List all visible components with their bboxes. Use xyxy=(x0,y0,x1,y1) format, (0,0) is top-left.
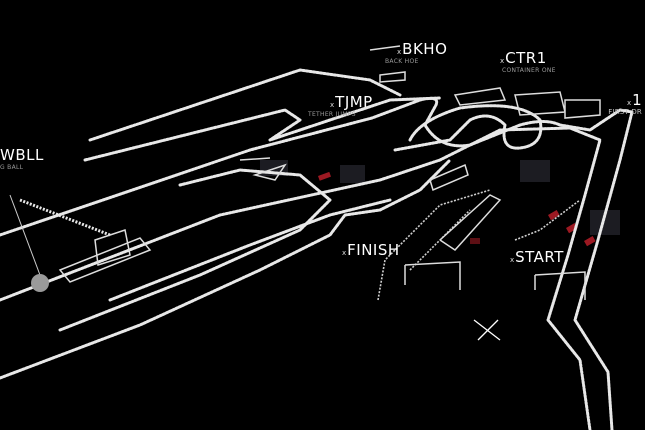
marker-bkho[interactable]: xBKHO BACK HOE xyxy=(385,40,448,65)
inner-track-edge xyxy=(0,126,602,430)
marker-name: BACK HOE xyxy=(385,58,419,65)
marker-first[interactable]: x1 xyxy=(627,91,643,109)
marker-tjmp[interactable]: xTJMP TETHER JUMPS xyxy=(308,93,373,118)
back-straight xyxy=(88,68,402,142)
upper-straight xyxy=(83,96,442,162)
marker-code: START xyxy=(515,248,564,266)
start-gate xyxy=(534,271,586,300)
marker-code: CTR1 xyxy=(505,49,547,67)
marker-code: WBLL xyxy=(0,146,44,164)
marker-first-name: FIRST DR xyxy=(608,108,642,116)
shadow-squares xyxy=(260,160,620,235)
lower-inner-track xyxy=(58,168,332,332)
marker-code: FINISH xyxy=(347,241,400,259)
container-structures xyxy=(429,87,601,192)
loop-section xyxy=(393,104,543,152)
crosshair-icon xyxy=(473,319,501,341)
wrecking-ball xyxy=(31,274,49,292)
marker-start[interactable]: xSTART xyxy=(510,248,564,266)
marker-code: BKHO xyxy=(402,40,448,58)
marker-name: G BALL xyxy=(0,164,24,171)
marker-name: TETHER JUMPS xyxy=(308,111,356,118)
marker-name: CONTAINER ONE xyxy=(502,67,556,74)
pit-lane xyxy=(377,189,581,301)
finish-gate xyxy=(404,194,502,290)
marker-code: 1 xyxy=(632,91,643,109)
marker-ctr1[interactable]: xCTR1 CONTAINER ONE xyxy=(500,49,556,74)
crane-structure xyxy=(9,194,152,292)
start-grid-markings xyxy=(318,171,596,247)
marker-wbll[interactable]: WBLL G BALL xyxy=(0,145,44,171)
marker-finish[interactable]: xFINISH xyxy=(342,241,400,259)
lower-track xyxy=(0,158,452,380)
center-divider xyxy=(108,198,392,302)
misc-structures xyxy=(239,45,406,181)
marker-code: TJMP xyxy=(335,93,373,111)
